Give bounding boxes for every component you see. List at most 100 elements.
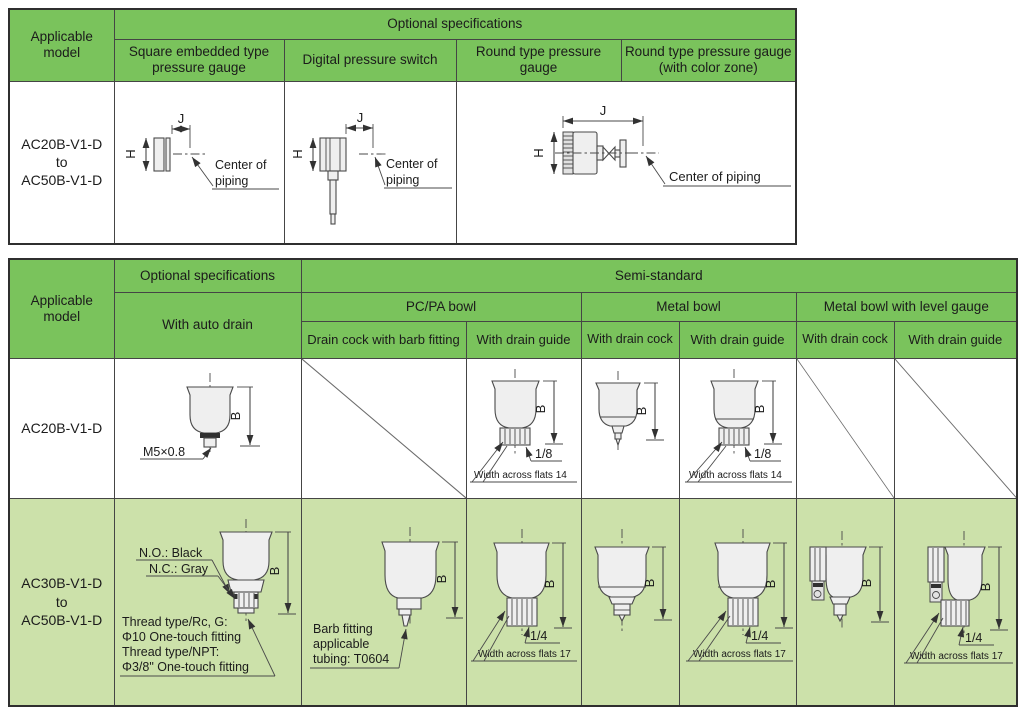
svg-text:Center of: Center of (215, 158, 267, 172)
svg-text:applicable: applicable (313, 637, 369, 651)
t1-optional-specs-header: Optional specifications (113, 8, 797, 40)
thread-type-callout: Thread type/Rc, G: Φ10 One-touch fitting… (120, 615, 276, 677)
svg-text:1/4: 1/4 (965, 631, 982, 645)
svg-text:Center of piping: Center of piping (669, 169, 761, 184)
t2-col-barb-fitting: Drain cock with barb fitting (300, 320, 467, 359)
svg-text:B: B (978, 582, 993, 591)
svg-text:1/4: 1/4 (751, 629, 768, 643)
model-line: AC20B-V1-D (21, 135, 103, 152)
h-dimension: H (290, 137, 317, 171)
bowl (927, 546, 986, 627)
t2-r2-cock-level-cell: B (795, 497, 895, 707)
b-dimension: B (859, 546, 889, 623)
svg-text:1/4: 1/4 (530, 629, 547, 643)
t2-r1-barb-na-cell (300, 357, 467, 499)
switch-body (319, 137, 347, 225)
svg-text:Barb fitting: Barb fitting (313, 622, 373, 636)
flats-callout: Width across flats 17 (471, 610, 577, 662)
svg-text:B: B (228, 412, 243, 421)
thread-size-callout: 1/8 (525, 446, 562, 462)
b-dimension: B (533, 380, 563, 445)
t2-r1-guide-level-na-cell (893, 357, 1018, 499)
flats-callout: Width across flats 14 (470, 441, 577, 483)
barb-callout: Barb fitting applicable tubing: T0604 (310, 622, 408, 669)
round-gauge-diagram: H J Center of piping (531, 103, 791, 187)
thread-size-callout: 1/4 (744, 626, 781, 644)
square-gauge-diagram: H J Center of piping (123, 111, 279, 190)
svg-text:B: B (533, 405, 548, 414)
t2-with-auto-drain-header: With auto drain (113, 291, 302, 359)
t2-col-drain-cock-level: With drain cock (795, 320, 895, 359)
b-dimension: B (978, 546, 1008, 631)
t1-applicable-model-header: Applicable model (8, 8, 115, 82)
t2-col-drain-guide-level: With drain guide (893, 320, 1018, 359)
t2-optional-specs-header: Optional specifications (113, 258, 302, 293)
t2-r1-cock-metal-cell: B (580, 357, 680, 499)
svg-text:B: B (752, 405, 767, 414)
flats-callout: Width across flats 14 (685, 441, 792, 483)
barb-fitting-diagram: B Barb fitting applicable tubing: T0604 (310, 526, 463, 669)
t2-group-metal-level-gauge: Metal bowl with level gauge (795, 291, 1018, 322)
bowl (809, 546, 867, 622)
j-dimension: J (345, 110, 374, 148)
bowl-options-table: Applicable model Optional specifications… (8, 258, 1019, 707)
t1-square-gauge-cell: H J Center of piping (113, 80, 285, 245)
level-gauge-drain-cock-diagram: B (809, 530, 889, 629)
t2-r1-auto-drain-cell: B M5×0.8 (113, 357, 302, 499)
j-dimension: J (171, 111, 191, 148)
b-dimension: B (434, 541, 463, 619)
svg-text:N.O.: Black: N.O.: Black (139, 546, 203, 560)
gauge-body (554, 131, 629, 175)
thread-size-callout: 1/8 (744, 446, 781, 462)
svg-text:B: B (763, 579, 778, 588)
model-line: AC30B-V1-D (21, 575, 103, 592)
b-dimension: B (542, 542, 572, 629)
digital-switch-diagram: H J Center of piping (290, 110, 452, 225)
center-of-piping-callout: Center of piping (628, 152, 791, 187)
auto-drain-m5-diagram: B M5×0.8 (140, 373, 260, 460)
svg-text:piping: piping (386, 173, 419, 187)
t2-r1-guide-metal-cell: B 1/8 Width across flats 14 (678, 357, 797, 499)
svg-text:Center of: Center of (386, 157, 438, 171)
t2-col-drain-guide-metal: With drain guide (678, 320, 797, 359)
svg-text:1/8: 1/8 (754, 447, 771, 461)
svg-text:1/8: 1/8 (535, 447, 552, 461)
t2-r2-auto-drain-cell: B N.O.: Black N.C.: Gray Thread type/Rc,… (113, 497, 302, 707)
m5-callout: M5×0.8 (140, 445, 212, 460)
svg-text:J: J (600, 103, 607, 118)
bowl (186, 386, 234, 448)
t2-r2-guide-metal-cell: B 1/4 Width across flats 17 (678, 497, 797, 707)
t1-col-round-gauge-color: Round type pressure gauge (with color zo… (620, 38, 797, 82)
flats-callout: Width across flats 17 (903, 612, 1013, 664)
auto-drain-large-diagram: B N.O.: Black N.C.: Gray Thread type/Rc,… (120, 518, 296, 677)
svg-text:J: J (178, 111, 185, 126)
thread-size-callout: 1/4 (523, 626, 560, 644)
model-line: AC50B-V1-D (21, 611, 103, 628)
svg-text:Width across flats 17: Width across flats 17 (910, 651, 1003, 662)
bowl (493, 542, 550, 627)
svg-text:Width across flats 17: Width across flats 17 (693, 649, 786, 660)
svg-text:H: H (123, 149, 138, 158)
b-dimension: B (634, 382, 664, 441)
t1-col-square-gauge: Square embedded type pressure gauge (113, 38, 285, 82)
svg-text:B: B (267, 566, 282, 575)
svg-text:Thread type/Rc, G:: Thread type/Rc, G: (122, 615, 228, 629)
model-line: to (55, 154, 68, 171)
b-dimension: B (763, 542, 793, 629)
drain-guide-diagram: B 1/4 Width across flats 17 (686, 528, 793, 662)
svg-text:Thread type/NPT:: Thread type/NPT: (122, 645, 219, 659)
b-dimension: B (267, 531, 296, 615)
svg-text:B: B (634, 407, 649, 416)
level-gauge-drain-guide-diagram: B 1/4 Width across flats 17 (903, 530, 1013, 664)
bowl (491, 380, 540, 446)
t2-r2-cock-metal-cell: B (580, 497, 680, 707)
t2-col-drain-cock-metal: With drain cock (580, 320, 680, 359)
model-line: AC50B-V1-D (21, 172, 103, 189)
svg-text:piping: piping (215, 174, 248, 188)
svg-text:J: J (357, 110, 364, 125)
bowl (714, 542, 771, 627)
t2-group-metal-bowl: Metal bowl (580, 291, 797, 322)
j-dimension: J (562, 103, 644, 146)
t2-col-drain-guide-pcpa: With drain guide (465, 320, 582, 359)
bowl (594, 546, 650, 622)
